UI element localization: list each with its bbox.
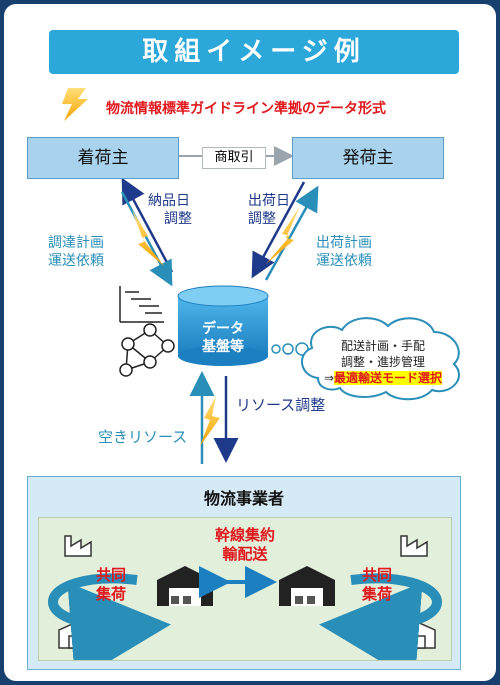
delivery-date-label: 納品日調整 — [148, 193, 192, 227]
shipper-box: 発荷主 — [292, 137, 444, 179]
cloud-label: 配送計画・手配 調整・進捗管理 ⇒最適輸送モード選択 — [323, 339, 443, 385]
ship-plan-right-arrow — [264, 185, 319, 281]
logistics-graphics — [47, 535, 443, 660]
delivery-date-arrow — [121, 177, 174, 273]
logistics-inner-panel: 幹線集約輸配送 共同集荷 共同集荷 — [38, 517, 452, 661]
warehouse-icon — [279, 566, 335, 606]
logistics-provider-panel: 物流事業者 — [27, 476, 461, 670]
lightning-icon — [62, 88, 88, 121]
left-circulation-arrow — [47, 573, 171, 660]
vacant-resource-label: 空きリソース — [98, 428, 188, 446]
legend-text: 物流情報標準ガイドライン準拠のデータ形式 — [106, 101, 386, 117]
network-icon — [119, 323, 175, 377]
lightning-icon — [132, 210, 164, 266]
factory-icon — [64, 535, 92, 557]
factory-icon — [400, 535, 428, 557]
database-label: データ基盤等 — [202, 321, 244, 355]
ship-plan-label: 出荷計画運送依頼 — [316, 235, 372, 269]
warehouse-icon — [157, 566, 213, 606]
lightning-icon — [200, 396, 220, 446]
database-icon — [177, 285, 269, 366]
resource-adjust-label: リソース調整 — [236, 396, 326, 414]
right-circulation-arrow — [319, 573, 443, 660]
ship-date-label: 出荷日調整 — [248, 193, 290, 227]
trunk-label: 幹線集約輸配送 — [214, 526, 275, 563]
consignee-label: 着荷主 — [77, 148, 129, 168]
page-title: 取組イメージ例 — [49, 30, 459, 74]
joint-right-label: 共同集荷 — [361, 566, 392, 603]
gantt-chart-icon — [119, 286, 164, 323]
shipper-label: 発荷主 — [342, 148, 394, 168]
trade-label: 商取引 — [202, 147, 266, 169]
lightning-icon — [266, 206, 300, 264]
procure-label: 調達計画運送依頼 — [48, 235, 104, 269]
joint-left-label: 共同集荷 — [95, 566, 126, 603]
consignee-box: 着荷主 — [27, 137, 179, 179]
logistics-title: 物流事業者 — [203, 489, 284, 508]
diagram-frame: 取組イメージ例 物流情報標準ガイドライン準拠のデータ形式 着荷主 発荷主 商取引… — [4, 4, 496, 681]
procure-left-arrow — [120, 191, 173, 287]
